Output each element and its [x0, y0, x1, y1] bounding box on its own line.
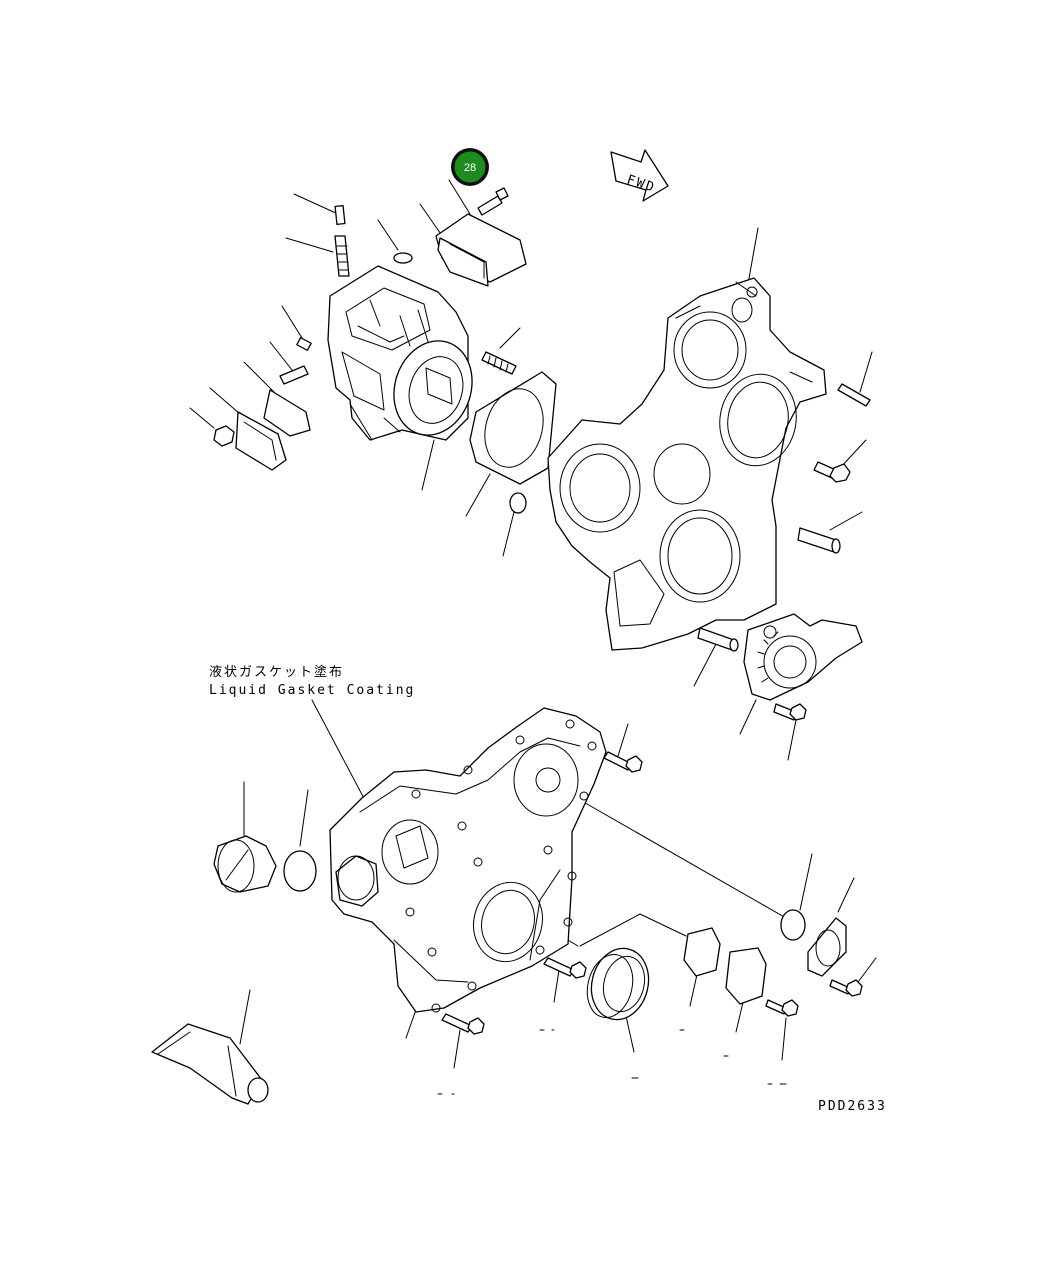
note-japanese-text: 液状ガスケット塗布: [209, 664, 344, 680]
liquid-gasket-note: 液状ガスケット塗布 Liquid Gasket Coating: [209, 664, 415, 841]
callout-badge-fill: [454, 151, 486, 183]
callout-badge-28[interactable]: 28: [451, 148, 489, 186]
callout-badge-label: 28: [464, 162, 476, 174]
front-cover-assembly: [151, 707, 877, 1105]
pump-housing-assembly: [189, 179, 557, 557]
gear-case-assembly: [547, 227, 873, 761]
note-english-text: Liquid Gasket Coating: [209, 683, 415, 698]
fwd-arrow-icon: FWD: [610, 149, 669, 202]
drawing-code: PDD2633: [818, 1099, 887, 1114]
